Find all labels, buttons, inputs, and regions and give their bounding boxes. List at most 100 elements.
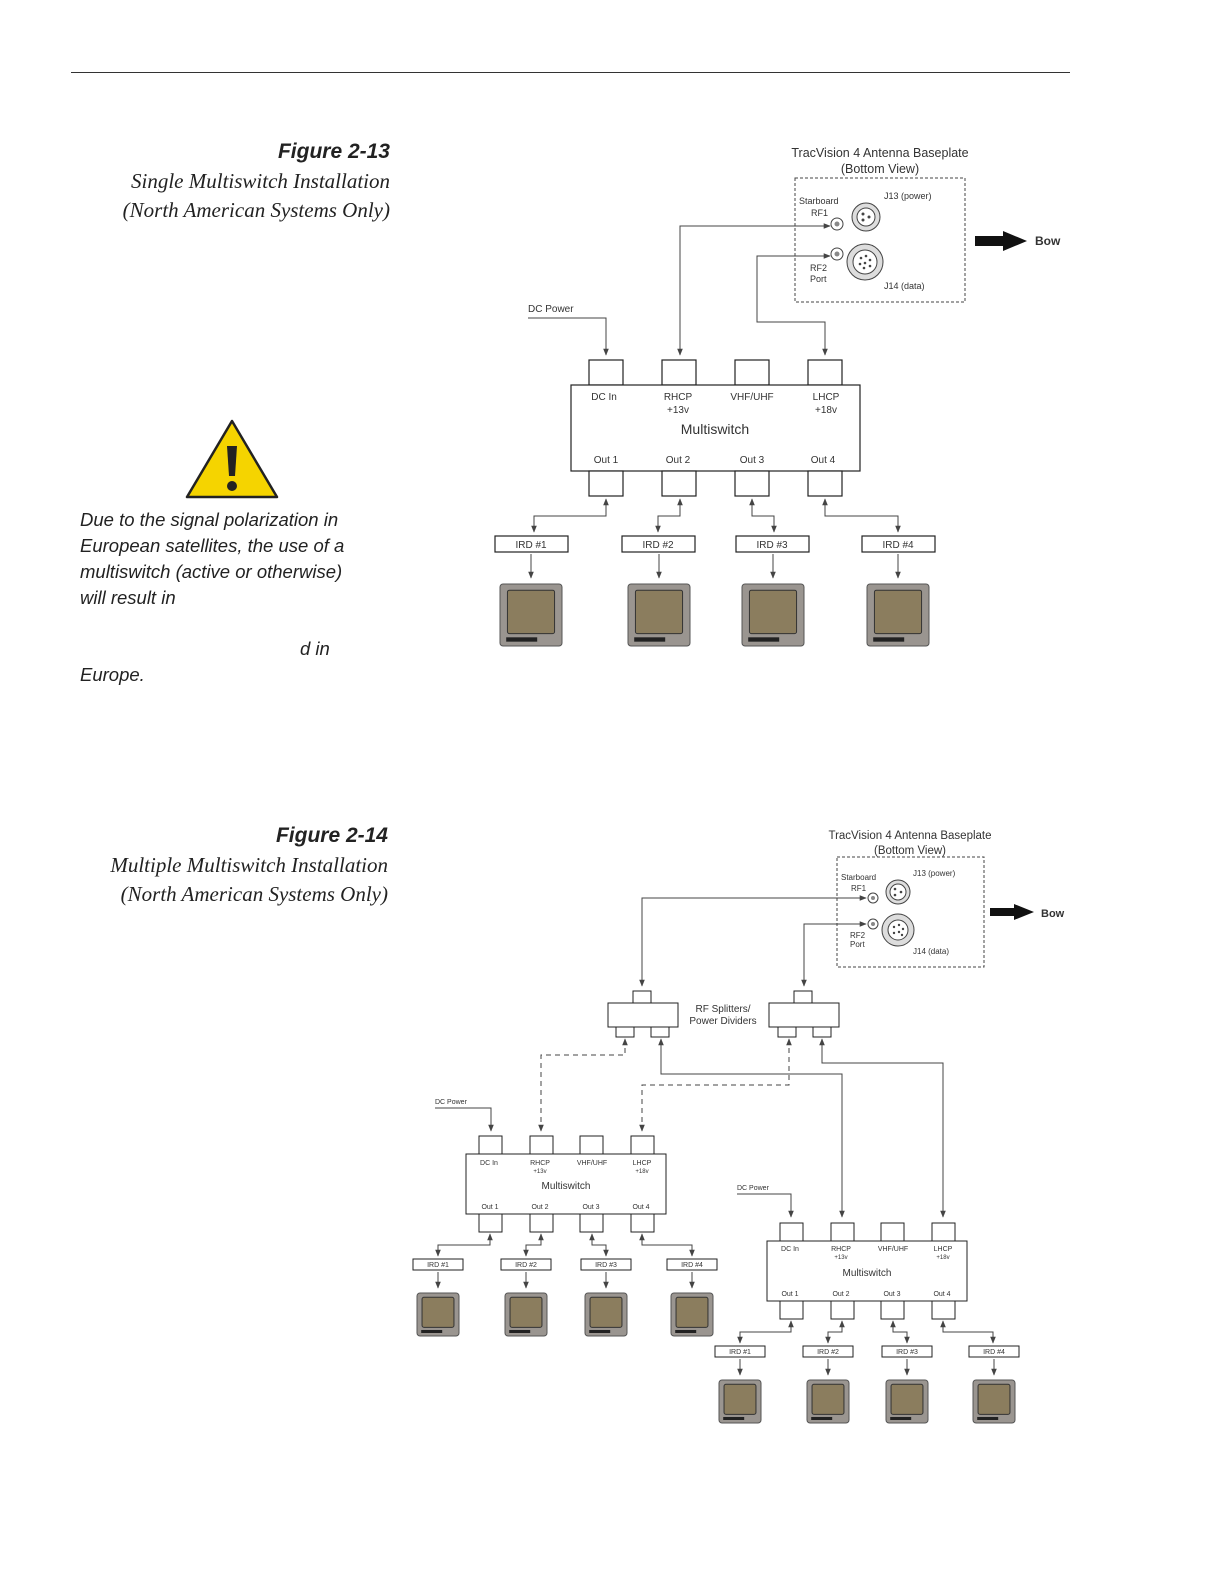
rf1-cable xyxy=(677,223,831,356)
warning-line: will result in xyxy=(80,587,176,608)
j13-label: J13 (power) xyxy=(913,869,956,878)
baseplate-title: TracVision 4 Antenna Baseplate xyxy=(828,830,991,842)
port-label: Port xyxy=(850,940,865,949)
j14-label: J14 (data) xyxy=(884,281,925,291)
television-icon xyxy=(972,1379,1016,1424)
output-label: Out 4 xyxy=(632,1204,649,1211)
cable xyxy=(819,1038,946,1218)
output-label: Out 4 xyxy=(933,1291,950,1298)
j14-data-connector-icon xyxy=(846,243,884,281)
warning-fragment: d in xyxy=(300,638,330,659)
ird-box xyxy=(861,535,936,553)
j14-label: J14 (data) xyxy=(913,947,949,956)
figure-14-title: Multiple Multiswitch Installation (North… xyxy=(48,851,388,909)
dc-power-label: DC Power xyxy=(528,304,574,315)
ird-label: IRD #4 xyxy=(882,540,914,551)
bow-arrow-icon xyxy=(975,231,1027,251)
output-cable xyxy=(589,1233,609,1257)
output-cable xyxy=(523,1233,544,1257)
output-label: Out 2 xyxy=(832,1291,849,1298)
rf1-connector-icon xyxy=(867,892,879,904)
rf2-cable xyxy=(756,253,831,356)
input-label: LHCP xyxy=(633,1160,652,1167)
rf2-connector-icon xyxy=(830,247,844,261)
ird-label: IRD #4 xyxy=(681,1262,703,1269)
starboard-label: Starboard xyxy=(799,196,839,206)
ird-box xyxy=(735,535,810,553)
ird-label: IRD #3 xyxy=(896,1349,918,1356)
output-label: Out 1 xyxy=(781,1291,798,1298)
starboard-label: Starboard xyxy=(841,873,876,882)
figure-13-diagram: TracVision 4 Antenna Baseplate (Bottom V… xyxy=(494,146,1061,647)
rf1-connector-icon xyxy=(830,217,844,231)
output-label: Out 4 xyxy=(811,455,836,466)
output-label: Out 1 xyxy=(594,455,619,466)
baseplate-title: TracVision 4 Antenna Baseplate xyxy=(791,146,968,160)
dc-power-label: DC Power xyxy=(737,1185,770,1192)
output-label: Out 3 xyxy=(883,1291,900,1298)
warning-text: Due to the signal polarization in Europe… xyxy=(80,507,380,611)
j13-label: J13 (power) xyxy=(884,191,932,201)
bow-label: Bow xyxy=(1035,234,1061,248)
ird-box xyxy=(494,535,569,553)
input-voltage: +13v xyxy=(834,1255,847,1261)
ird-label: IRD #2 xyxy=(515,1262,537,1269)
figure-14-number: Figure 2-14 xyxy=(275,824,388,847)
multiswitch-label: Multiswitch xyxy=(681,421,749,437)
ird-label: IRD #1 xyxy=(729,1349,751,1356)
warning-line: European satellites, the use of a xyxy=(80,535,345,556)
ird-box xyxy=(968,1345,1020,1358)
warning-last-line: Europe. xyxy=(80,664,145,685)
multiswitch: DC In RHCP VHF/UHF LHCP +13v +18v Multis… xyxy=(570,359,861,497)
output-label: Out 2 xyxy=(531,1204,548,1211)
input-voltage: +18v xyxy=(815,405,837,416)
output-cable xyxy=(639,1233,695,1257)
output-label: Out 1 xyxy=(481,1204,498,1211)
output-label: Out 3 xyxy=(740,455,765,466)
figure-14-diagram: TracVision 4 Antenna Baseplate (Bottom V… xyxy=(412,830,1065,1424)
input-label: DC In xyxy=(781,1246,799,1253)
figure-14-title-line: (North American Systems Only) xyxy=(120,882,388,906)
dc-power-cable xyxy=(528,317,609,356)
port-label: Port xyxy=(810,274,827,284)
input-label: DC In xyxy=(480,1160,498,1167)
television-icon xyxy=(416,1292,460,1337)
rf-splitter xyxy=(768,990,840,1038)
figure-13-title-line: Single Multiswitch Installation xyxy=(131,169,390,193)
rf2-label: RF2 xyxy=(810,263,827,273)
ird-label: IRD #3 xyxy=(595,1262,617,1269)
warning-line: Due to the signal polarization in xyxy=(80,509,339,530)
television-icon xyxy=(866,583,930,647)
dashed-cable xyxy=(639,1038,792,1132)
j14-data-connector-icon xyxy=(881,913,915,947)
input-label: VHF/UHF xyxy=(577,1160,607,1167)
output-cable xyxy=(655,498,683,533)
output-cable xyxy=(737,1320,794,1344)
rf2-cable xyxy=(801,921,867,987)
rf-splitter xyxy=(607,990,679,1038)
ird-label: IRD #1 xyxy=(515,540,547,551)
splitters-label: Power Dividers xyxy=(689,1016,756,1027)
ird-box xyxy=(621,535,696,553)
television-icon xyxy=(718,1379,762,1424)
television-icon xyxy=(806,1379,850,1424)
rf1-label: RF1 xyxy=(811,208,828,218)
ird-box xyxy=(412,1258,464,1271)
warning-line: multiswitch (active or otherwise) xyxy=(80,561,343,582)
output-cable xyxy=(940,1320,996,1344)
input-label: LHCP xyxy=(934,1246,953,1253)
ird-box xyxy=(802,1345,854,1358)
ird-label: IRD #2 xyxy=(817,1349,839,1356)
input-label: VHF/UHF xyxy=(878,1246,908,1253)
rf1-label: RF1 xyxy=(851,884,867,893)
multiswitch-b: DC In RHCP VHF/UHF LHCP +13v +18v Multis… xyxy=(766,1222,968,1320)
input-label: RHCP xyxy=(831,1246,851,1253)
rf2-label: RF2 xyxy=(850,931,866,940)
dc-power-cable xyxy=(435,1107,494,1132)
ird-label: IRD #3 xyxy=(756,540,788,551)
dc-power-cable xyxy=(737,1193,794,1218)
ird-box xyxy=(500,1258,552,1271)
input-label: RHCP xyxy=(664,392,693,403)
ird-box xyxy=(714,1345,766,1358)
output-cable xyxy=(435,1233,493,1257)
